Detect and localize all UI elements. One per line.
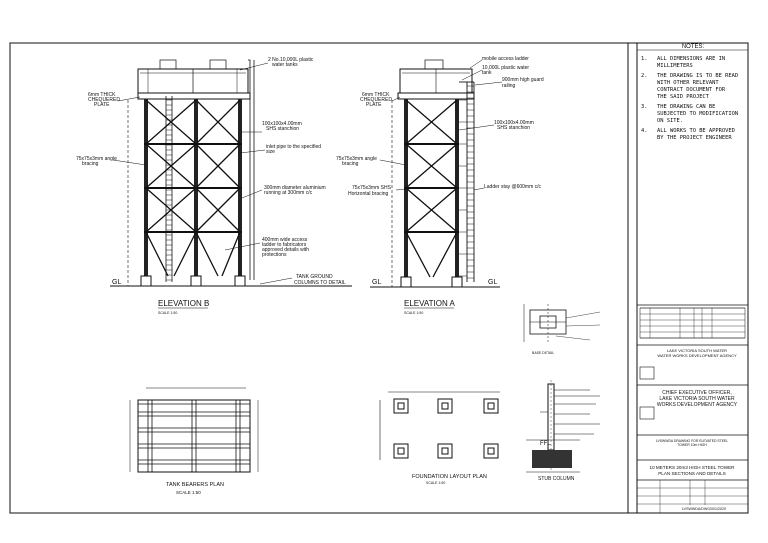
elev-b-ground-label-1: TANK GROUND [296, 274, 333, 280]
base-detail [523, 304, 601, 342]
elev-b-stanchion-label-1: 100x100x4.00mm [262, 121, 302, 127]
drawing-title-2: PLAN SECTIONS AND DETAILS [658, 471, 726, 476]
elev-a-tank-label-2: tank [482, 70, 492, 76]
client-line-1: LAKE VICTORIA SOUTH WATER [667, 348, 727, 353]
elev-b-title: ELEVATION B [158, 299, 209, 308]
elev-a-bracing [405, 99, 458, 278]
elev-b-plate-label-1: 6mm THICK [88, 92, 116, 98]
elev-a-stanchion-label-2: SHS stanchion [497, 125, 530, 131]
drawing-title-line-2: TOWER 10m HIGH [677, 443, 707, 447]
elev-b-access-label-1: 400mm wide access [262, 237, 308, 243]
elev-b-inlet-label-2: size [266, 149, 275, 155]
elev-b-stanchion-label-2: SHS stanchion [266, 126, 299, 132]
title-block [637, 49, 748, 513]
drawing-title-line-1: LVSWWDA DRAWING FOR ELEVATED STEEL [656, 439, 728, 443]
elev-b-access-label-2: ladder to fabricators [262, 242, 307, 248]
drawing-number: LVSWWDA/DWG/001/2020 [682, 507, 726, 511]
base-detail-title: BASE DETAIL [532, 351, 554, 355]
elev-a-railing-label-1: 900mm high guard [502, 77, 544, 83]
note-line: ALL DIMENSIONS ARE IN [657, 56, 725, 62]
note-number: 1. [641, 56, 648, 62]
elev-a-bracing-label-1: 75x75x3mm angle [336, 156, 377, 162]
elev-a-stanchion-label-1: 100x100x4.00mm [494, 120, 534, 126]
elev-b-bracing-label-1: 75x75x3mm angle [76, 156, 117, 162]
elevation-b [110, 59, 352, 287]
elev-b-access-label-3: approved details with [262, 247, 309, 253]
tank-bearers-scale: SCALE 1:50 [176, 490, 201, 495]
elev-a-gl-right: GL [488, 279, 497, 286]
elev-a-plate-label-2: CHEQUERED [360, 97, 392, 103]
elev-a-bracing-label-2: bracing [342, 161, 359, 167]
elev-a-scale: SCALE 1:50 [404, 311, 423, 315]
sheet-border [9, 42, 749, 514]
note-number: 3. [641, 104, 648, 110]
foundation-title: FOUNDATION LAYOUT PLAN [412, 474, 487, 480]
elev-a-stay-label: Ladder stay @600mm c/c [484, 184, 542, 190]
elev-b-ladder [165, 96, 173, 282]
note-line: THE DRAWING IS TO BE READ [657, 73, 738, 79]
elev-b-tanks-label-1: 2 No.10,000L plastic [268, 57, 314, 63]
elev-b-bracing-label-2: bracing [82, 161, 99, 167]
elev-a-gl-left: GL [372, 279, 381, 286]
note-line: SUBJECTED TO MODIFICATION [657, 111, 738, 117]
elev-b-plate-label-2: CHEQUERED [88, 97, 120, 103]
elev-b-plate-label-3: PLATE [94, 102, 110, 108]
tank-bearers-plan [129, 387, 259, 473]
elev-b-inlet-label-1: inlet pipe to the specified [266, 144, 321, 150]
note-line: MILLIMETERS [657, 63, 693, 69]
elev-a-plate-label-1: 6mm THICK [362, 92, 390, 98]
elevation-a [370, 59, 503, 288]
elev-b-scale: SCALE 1:50 [158, 311, 177, 315]
note-line: CONTRACT DOCUMENT FOR [657, 87, 726, 93]
note-number: 2. [641, 73, 648, 79]
elev-b-ground-label-2: COLUMNS TO DETAIL [294, 280, 346, 286]
drawing-title-1: 10 METERS 20m3 HIGH STEEL TOWER [650, 465, 736, 470]
stub-column-detail: FFL [526, 380, 600, 473]
note-line: WITH OTHER RELEVANT [657, 80, 719, 86]
note-line: ON SITE. [657, 118, 683, 124]
notes-title: NOTES: [682, 44, 705, 50]
foundation-scale: SCALE 1:50 [426, 481, 445, 485]
elev-a-horizontal-label-1: 75x75x3mm SHS [352, 185, 392, 191]
elev-a-railing-label-2: railing [502, 83, 516, 89]
elev-a-tank-label-1: 10,000L plastic water [482, 65, 529, 71]
elev-b-gl: GL [112, 279, 121, 286]
owner-line-2: LAKE VICTORIA SOUTH WATER [659, 396, 735, 402]
note-number: 4. [641, 128, 648, 134]
svg-text:FFL: FFL [540, 441, 551, 447]
foundation-layout-plan [379, 391, 500, 460]
elev-b-tanks-label-2: water tanks [272, 62, 298, 68]
owner-line-1: CHIEF EXECUTIVE OFFICER, [662, 390, 731, 396]
owner-line-3: WORKS DEVELOPMENT AGENCY [657, 402, 738, 408]
elev-a-ladder-label: mobile access ladder [482, 56, 529, 62]
elev-b-access-label-4: protections [262, 252, 287, 258]
elev-b-aluminium-label-1: 300mm diameter aluminium [264, 185, 326, 191]
note-line: THE DRAWING CAN BE [657, 104, 715, 110]
elev-b-aluminium-label-2: running at 300mm c/c [264, 190, 313, 196]
client-line-2: WATER WORKS DEVELOPMENT AGENCY [657, 353, 737, 358]
note-line: THE SAID PROJECT [657, 94, 710, 100]
elev-a-plate-label-3: PLATE [366, 102, 382, 108]
elev-a-horizontal-label-2: Horizontal bracing [348, 191, 389, 197]
note-line: ALL WORKS TO BE APPROVED [657, 128, 735, 134]
tank-bearers-title: TANK BEARERS PLAN [166, 482, 224, 488]
elev-a-title: ELEVATION A [404, 299, 455, 308]
note-line: BY THE PROJECT ENGINEER [657, 135, 732, 141]
stub-column-title: STUB COLUMN [538, 476, 575, 482]
